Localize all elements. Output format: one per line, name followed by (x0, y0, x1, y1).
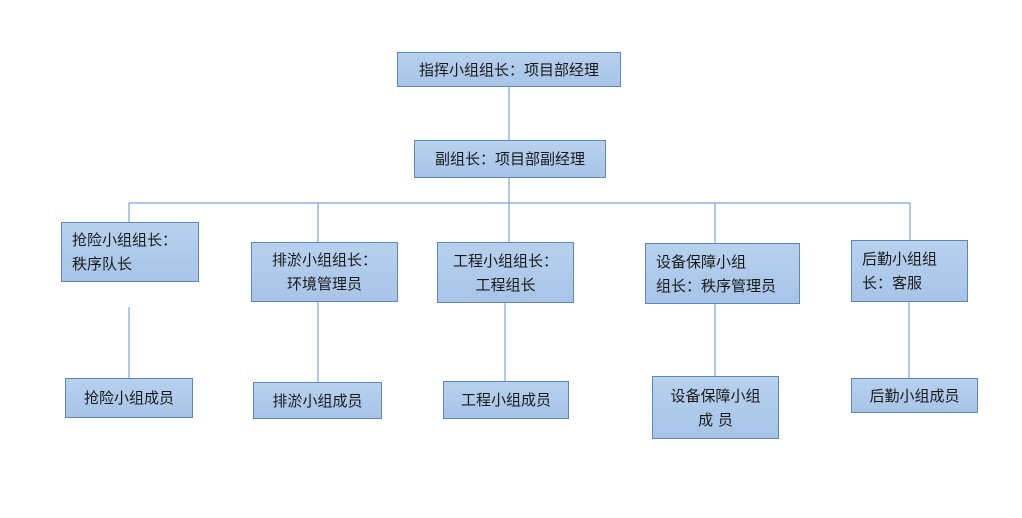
node-rescue-lead: 抢险小组组长： 秩序队长 (61, 222, 199, 282)
node-logistics-lead: 后勤小组组 长：客服 (851, 240, 968, 302)
node-director: 指挥小组组长：项目部经理 (397, 52, 621, 87)
node-drainage-lead: 排淤小组组长： 环境管理员 (251, 242, 398, 302)
node-engineering-members: 工程小组成员 (443, 381, 569, 419)
node-deputy: 副组长：项目部副经理 (414, 140, 606, 178)
node-logistics-members: 后勤小组成员 (851, 378, 978, 413)
node-drainage-members: 排淤小组成员 (253, 382, 382, 419)
node-equipment-lead: 设备保障小组 组长：秩序管理员 (645, 243, 800, 304)
node-engineering-lead: 工程小组组长： 工程组长 (437, 242, 574, 303)
node-rescue-members: 抢险小组成员 (65, 378, 193, 418)
node-equipment-members: 设备保障小组 成 员 (652, 376, 779, 439)
